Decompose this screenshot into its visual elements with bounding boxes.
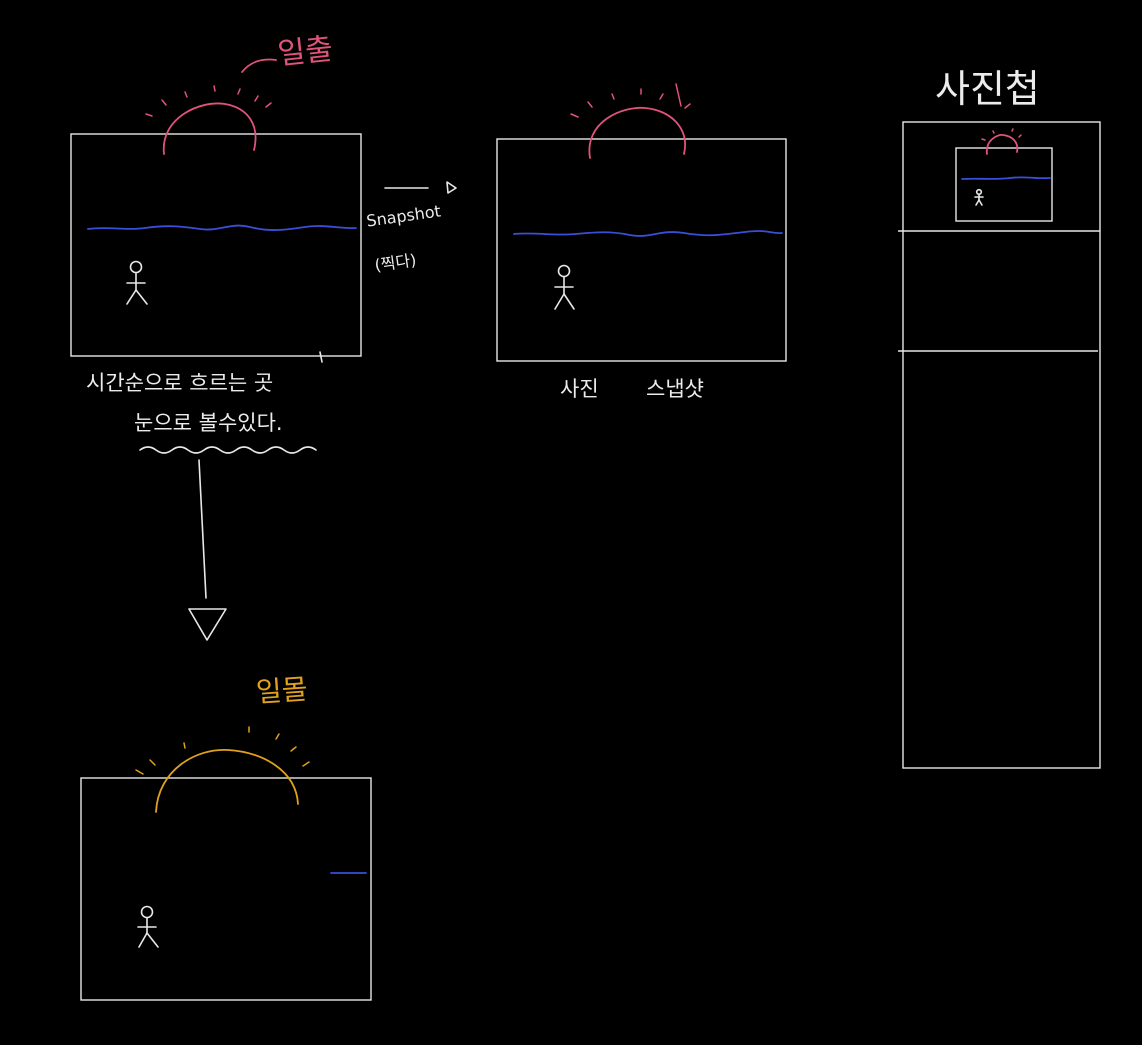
snapshot-annotation: Snapshot (찍다) [365,181,457,275]
snapshot-arrow-icon [446,181,457,194]
scene-snapshot-sea [513,230,783,237]
scene-sunrise-caption-line2: 눈으로 볼수있다. [134,411,283,435]
caption-squiggle-underline [139,446,317,454]
sunrise-sun-rays [145,85,272,117]
scene-snapshot-caption-left: 사진 [560,377,599,401]
scene-snapshot-caption-right: 스냅샷 [646,377,704,401]
sunset-sun-arc [155,749,299,813]
flow-arrow-head-icon [188,608,227,641]
sunrise-sun-arc [163,102,257,155]
album-frame [902,121,1101,769]
photo-album: 사진첩 [898,67,1101,769]
snapshot-sun-arc [588,107,686,159]
sunset-label: 일몰 [255,672,309,709]
scene-snapshot-photo: 사진 스냅샷 [496,83,787,401]
scene-snapshot-frame [496,138,787,362]
scene-snapshot-person [554,264,575,310]
scene-sunrise-flow: 일출 Snapshot (찍다) 시간순으로 흐르는 곳 눈으로 볼수있다. [70,32,457,641]
sunrise-label-leader [241,58,277,73]
frame-tick-mark [319,351,323,363]
album-title: 사진첩 [935,67,1040,111]
snapshot-label: Snapshot [365,201,442,230]
sunrise-label: 일출 [276,32,335,73]
scene-sunset-person [137,905,159,948]
album-photo-thumbnail [955,128,1053,222]
scene-sunrise-person [126,260,148,305]
scene-sunset-frame [80,777,372,1001]
scene-sunrise-sea [87,224,357,231]
sunset-sun-rays [135,726,310,775]
scene-sunrise-frame [70,133,362,357]
snapshot-sun-rays [570,83,691,118]
scene-sunset: 일몰 [80,672,372,1001]
flow-arrow-shaft [198,459,207,599]
snapshot-sub-label: (찍다) [373,250,417,275]
scene-sunrise-caption-line1: 시간순으로 흐르는 곳 [86,371,273,395]
